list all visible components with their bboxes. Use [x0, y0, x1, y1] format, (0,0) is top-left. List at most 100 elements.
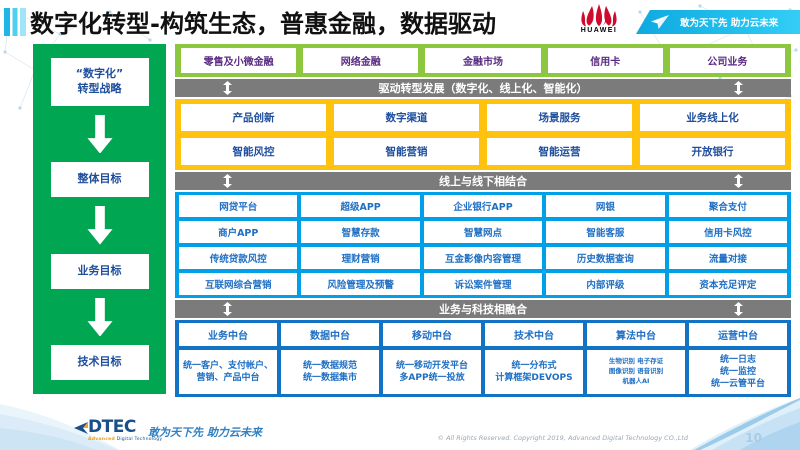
page-footer: DTEC Advanced Digital Technology 敢为天下先 助… — [0, 398, 800, 450]
blue-row: 网贷平台 超级APP 企业银行APP 网银 聚合支付 — [179, 195, 788, 217]
scenario-item[interactable]: 网贷平台 — [179, 195, 298, 217]
sidebar-item-tech-goal[interactable]: 技术目标 — [50, 345, 149, 380]
connector-bar-online-offline: 线上与线下相结合 — [175, 172, 791, 190]
platform-detail: 统一客户、支付帐户、营销、产品中台 — [179, 350, 277, 394]
capability-item[interactable]: 产品创新 — [181, 104, 326, 131]
sidebar-strategy-line1: “数字化” — [75, 67, 124, 80]
platform-detail: 统一分布式 计算框架DEVOPS — [485, 350, 583, 394]
page-title: 数字化转型-构筑生态，普惠金融，数据驱动 — [30, 10, 496, 38]
scenario-item[interactable]: 智慧网点 — [423, 221, 543, 243]
platform-header[interactable]: 技术中台 — [485, 323, 583, 346]
business-line-item[interactable]: 零售及小微金融 — [181, 48, 297, 73]
scenario-item[interactable]: 流量对接 — [668, 247, 788, 269]
scenario-item[interactable]: 企业银行APP — [423, 195, 543, 217]
scenario-item[interactable]: 风险管理及预警 — [301, 273, 420, 295]
connector-bar-drive-transformation: 驱动转型发展（数字化、线上化、智能化） — [175, 79, 791, 97]
business-line-item[interactable]: 信用卡 — [547, 48, 663, 73]
scenario-item[interactable]: 信用卡风控 — [668, 221, 788, 243]
scenario-item[interactable]: 诉讼案件管理 — [423, 273, 543, 295]
page-header: 数字化转型-构筑生态，普惠金融，数据驱动 HUAWEI 敢为天下先 助力云未来 — [0, 0, 800, 42]
detail-line: 多APP统一投放 — [399, 373, 465, 383]
orange-row: 智能风控 智能营销 智能运营 开放银行 — [181, 138, 785, 165]
dtec-tagline-bold: Advanced — [88, 437, 115, 442]
scenario-item[interactable]: 智慧存款 — [301, 221, 420, 243]
platform-detail: 统一移动开发平台 多APP统一投放 — [383, 350, 481, 394]
blue-row: 互联网综合营销 风险管理及预警 诉讼案件管理 内部评级 资本充足评定 — [179, 273, 788, 295]
huawei-wordmark: HUAWEI — [580, 27, 618, 34]
detail-line: 统一监控 — [719, 366, 756, 377]
huawei-logo: HUAWEI — [568, 2, 630, 42]
scenario-item[interactable]: 理财营销 — [301, 247, 420, 269]
detail-line: 统一日志 — [719, 354, 756, 365]
capability-item[interactable]: 智能营销 — [334, 138, 479, 165]
up-down-arrow-icon — [223, 174, 232, 188]
blue-row: 商户APP 智慧存款 智慧网点 智能客服 信用卡风控 — [179, 221, 788, 243]
capability-item[interactable]: 数字渠道 — [334, 104, 479, 131]
platform-header[interactable]: 业务中台 — [179, 323, 277, 346]
scenario-item[interactable]: 传统贷款风控 — [179, 247, 298, 269]
application-scenarios-band: 网贷平台 超级APP 企业银行APP 网银 聚合支付 商户APP 智慧存款 智慧… — [175, 192, 791, 298]
detail-line: 统一移动开发平台 — [395, 360, 468, 371]
connector-label: 驱动转型发展（数字化、线上化、智能化） — [378, 82, 588, 95]
business-line-item[interactable]: 网络金融 — [303, 48, 419, 73]
connector-label: 业务与科技相融合 — [439, 303, 527, 316]
title-accent-bars — [4, 8, 26, 36]
connector-bar-business-tech-fusion: 业务与科技相融合 — [175, 300, 791, 318]
huawei-flower-icon — [581, 4, 617, 27]
up-down-arrow-icon — [223, 81, 232, 95]
sidebar-item-business-goal[interactable]: 业务目标 — [50, 253, 149, 289]
copyright-text: © All Rights Reserved. Copyright 2019, A… — [437, 434, 688, 442]
down-arrow-icon — [86, 206, 113, 245]
transformation-capability-band: 产品创新 数字渠道 场景服务 业务线上化 智能风控 智能营销 智能运营 开放银行 — [175, 99, 791, 170]
strategy-sidebar: “数字化” 转型战略 整体目标 业务目标 技术目标 — [33, 44, 166, 394]
capability-item[interactable]: 智能运营 — [487, 138, 632, 165]
platform-detail: 统一日志 统一监控 统一云管平台 — [689, 350, 787, 394]
sidebar-item-overall-goal[interactable]: 整体目标 — [50, 162, 149, 198]
sidebar-strategy-line2: 转型战略 — [77, 81, 122, 95]
detail-line: 统一云管平台 — [710, 379, 765, 390]
capability-item[interactable]: 场景服务 — [487, 104, 632, 131]
banner-slogan: 敢为天下先 助力云未来 — [680, 18, 779, 29]
platform-detail: 统一数据规范 统一数据集市 — [281, 350, 379, 394]
blue-row: 传统贷款风控 理财营销 互金影像内容管理 历史数据查询 流量对接 — [179, 247, 788, 269]
detail-line: 生物识别 电子存证 — [608, 357, 664, 366]
down-arrow-icon — [86, 297, 113, 337]
scenario-item[interactable]: 智能客服 — [546, 221, 665, 243]
sidebar-item-strategy[interactable]: “数字化” 转型战略 — [50, 58, 149, 106]
up-down-arrow-icon — [734, 81, 743, 95]
middle-platform-band: 业务中台 数据中台 移动中台 技术中台 算法中台 运营中台 统一客户、支付帐户、… — [175, 320, 791, 397]
scenario-item[interactable]: 商户APP — [179, 221, 298, 243]
dtec-arrow-icon — [74, 422, 88, 434]
capability-item[interactable]: 开放银行 — [640, 138, 785, 165]
scenario-item[interactable]: 资本充足评定 — [668, 273, 788, 295]
detail-line: 计算框架DEVOPS — [495, 373, 573, 383]
header-banner: 敢为天下先 助力云未来 — [636, 10, 800, 34]
scenario-item[interactable]: 内部评级 — [546, 273, 665, 295]
scenario-item[interactable]: 超级APP — [301, 195, 420, 217]
detail-line: 统一数据规范 — [302, 360, 357, 371]
scenario-item[interactable]: 网银 — [546, 195, 665, 217]
connector-label: 线上与线下相结合 — [439, 175, 527, 188]
platform-header[interactable]: 算法中台 — [587, 323, 685, 346]
footer-slogan: 敢为天下先 助力云未来 — [148, 426, 262, 439]
detail-line: 统一客户、支付帐户、营销、产品中台 — [182, 360, 273, 383]
up-down-arrow-icon — [734, 174, 743, 188]
scenario-item[interactable]: 历史数据查询 — [546, 247, 665, 269]
page-number: 10 — [745, 431, 762, 445]
paper-plane-icon — [651, 15, 669, 29]
capability-item[interactable]: 业务线上化 — [640, 104, 785, 131]
detail-line: 统一分布式 — [511, 360, 557, 371]
business-line-item[interactable]: 金融市场 — [425, 48, 541, 73]
capability-item[interactable]: 智能风控 — [181, 138, 326, 165]
detail-line: 机器人AI — [622, 376, 650, 385]
scenario-item[interactable]: 互金影像内容管理 — [423, 247, 543, 269]
platform-header[interactable]: 数据中台 — [281, 323, 379, 346]
down-arrow-icon — [86, 114, 113, 154]
business-line-item[interactable]: 公司业务 — [669, 48, 786, 73]
platform-header[interactable]: 运营中台 — [689, 323, 787, 346]
platform-header[interactable]: 移动中台 — [383, 323, 481, 346]
platform-detail-row: 统一客户、支付帐户、营销、产品中台 统一数据规范 统一数据集市 统一移动开发平台… — [179, 350, 787, 394]
scenario-item[interactable]: 互联网综合营销 — [179, 273, 298, 295]
up-down-arrow-icon — [223, 302, 232, 316]
scenario-item[interactable]: 聚合支付 — [668, 195, 788, 217]
